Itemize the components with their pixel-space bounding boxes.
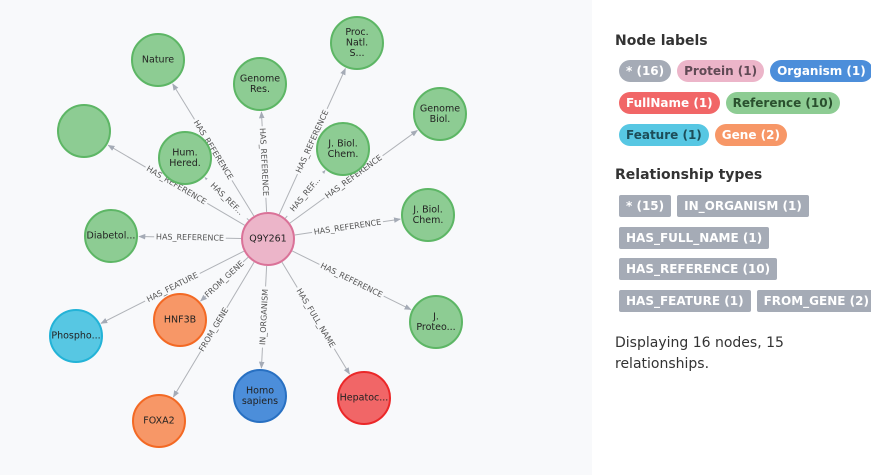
node-protein[interactable]: Q9Y261 [241,212,295,266]
node-label: Biol. [430,114,451,125]
node-label-chip-fullname[interactable]: FullName (1) [619,92,720,114]
node-label: Chem. [413,215,444,226]
relationship-label: HAS_REFERENCE [156,232,224,242]
node-label: Res. [250,84,270,95]
relationship-label: HAS_FULL_NAME [294,287,337,349]
node-label: Hum. [172,147,197,158]
rel-type-chip-has-reference[interactable]: HAS_REFERENCE (10) [619,258,778,280]
node-labels-title: Node labels [615,33,708,49]
relationship-label: HAS_REFERENCE [313,218,382,237]
relationship-label: HAS_REF... [288,175,322,213]
node-reference[interactable]: Hum.Hered. [158,131,212,185]
node-label-chip-organism[interactable]: Organism (1) [770,60,871,82]
node-label-chip-gene[interactable]: Gene (2) [714,124,787,146]
node-label: Proteo... [416,322,455,333]
relationship-label: FROM_GENE [203,259,246,299]
display-summary: Displaying 16 nodes, 15 relationships. [615,335,784,372]
relationship-label: HAS_REFERENCE [319,261,384,299]
node-gene[interactable]: HNF3B [153,293,207,347]
node-reference[interactable]: Nature [131,33,185,87]
node-label: Q9Y261 [249,234,286,245]
node-reference[interactable] [57,104,111,158]
node-label: Diabetol... [87,231,136,242]
rel-type-chip-has-full-name[interactable]: HAS_FULL_NAME (1) [619,227,770,249]
node-reference[interactable]: Proc.Natl.S... [330,16,384,70]
node-label-chip-reference[interactable]: Reference (10) [725,92,841,114]
node-label: Genome [240,73,280,84]
node-label: J. Biol. [327,138,357,149]
node-label: FOXA2 [143,416,174,427]
node-label: Phospho... [51,331,100,342]
node-label: Natl. [346,38,368,49]
node-reference[interactable]: J.Proteo... [409,295,463,349]
node-feature[interactable]: Phospho... [49,309,103,363]
rel-type-chip-has-feature[interactable]: HAS_FEATURE (1) [619,290,751,312]
node-fullname[interactable]: Hepatoc... [337,371,391,425]
relationship-label: HAS_REFERENCE [258,128,270,196]
node-label: Hepatoc... [340,393,389,404]
node-label: HNF3B [164,315,196,326]
node-label-chip-all[interactable]: * (16) [619,60,672,82]
node-label: S... [349,48,364,59]
node-reference[interactable]: Diabetol... [84,209,138,263]
node-label: Homo [246,385,274,396]
rel-type-chip-in-organism[interactable]: IN_ORGANISM (1) [677,195,809,217]
node-label-chip-feature[interactable]: Feature (1) [619,124,709,146]
node-label: J. [432,311,439,322]
node-label-chip-protein[interactable]: Protein (1) [677,60,765,82]
node-reference[interactable]: J. Biol.Chem. [316,122,370,176]
node-label: sapiens [242,396,278,407]
node-gene[interactable]: FOXA2 [132,394,186,448]
node-label: Genome [420,103,460,114]
node-label: J. Biol. [412,204,442,215]
rel-type-chip-from-gene[interactable]: FROM_GENE (2) [756,290,871,312]
node-label: Nature [142,55,174,66]
side-panel: Node labels * (16) Protein (1) Organism … [592,0,871,475]
relationship-label: HAS_REF... [209,181,245,217]
node-label: Hered. [169,158,201,169]
node-label: Proc. [345,27,368,38]
rel-type-chip-all[interactable]: * (15) [619,195,672,217]
node-reference[interactable]: J. Biol.Chem. [401,188,455,242]
relationship-types-title: Relationship types [615,167,763,183]
relationship-label: IN_ORGANISM [258,289,270,346]
node-label: Chem. [328,149,359,160]
